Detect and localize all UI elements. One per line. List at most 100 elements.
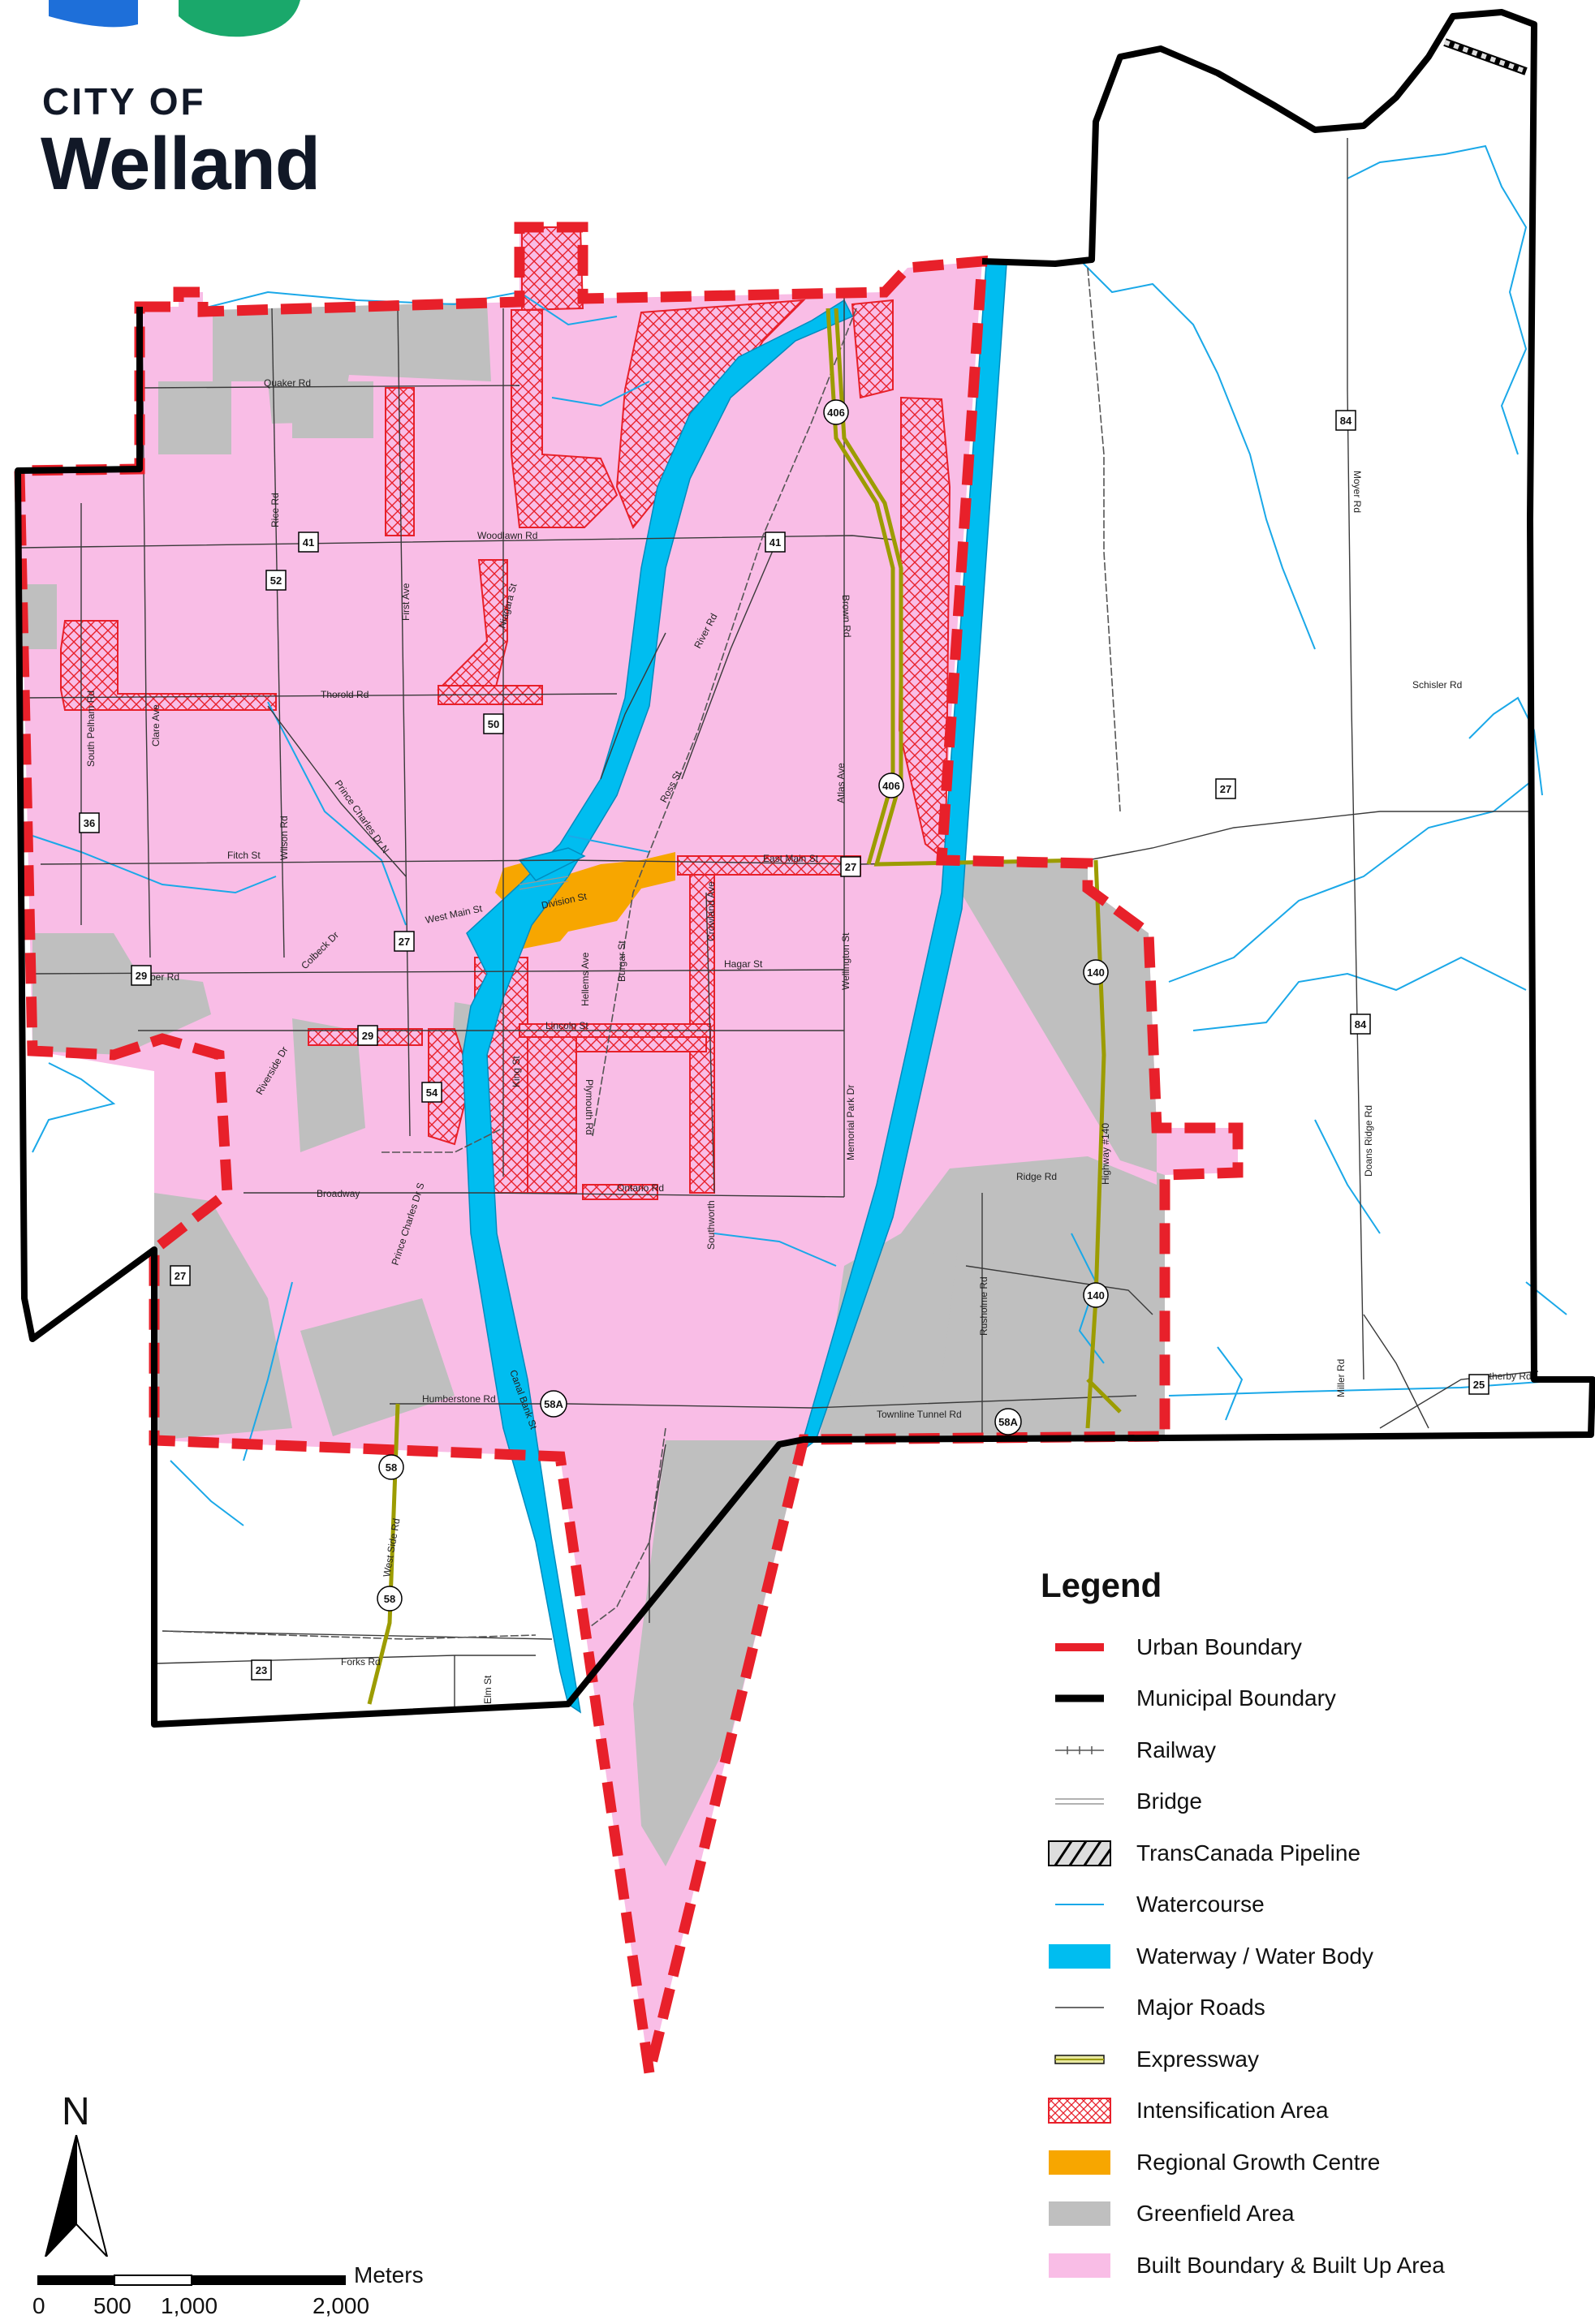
greenfield-areas	[21, 302, 1165, 1866]
legend-symbol-expressway	[1039, 2046, 1120, 2073]
legend-item-urban-boundary: Urban Boundary	[1031, 1621, 1550, 1673]
road-label-crowland: Crowland Ave	[705, 881, 717, 941]
legend-title: Legend	[1041, 1566, 1162, 1604]
legend-symbol-regional-growth-centre	[1039, 2149, 1120, 2176]
svg-text:140: 140	[1087, 1289, 1105, 1302]
legend-label: Greenfield Area	[1136, 2201, 1295, 2227]
road-label-elm: Elm St	[482, 1675, 494, 1704]
road-label-humberstone: Humberstone Rd	[422, 1393, 496, 1405]
legend-item-greenfield: Greenfield Area	[1031, 2188, 1550, 2240]
shield-140-south: 140	[1083, 1282, 1109, 1308]
shield-27-south: 27	[170, 1265, 191, 1286]
legend-label: Intensification Area	[1136, 2098, 1329, 2124]
watercourses	[32, 144, 1576, 1526]
road-label-moyer: Moyer Rd	[1351, 471, 1363, 513]
road-label-south-pelham: South Pelham Rd	[85, 691, 97, 767]
north-arrow-icon	[44, 2135, 109, 2257]
shield-27-west: 27	[394, 931, 415, 952]
legend-symbol-municipal-boundary	[1039, 1685, 1120, 1712]
svg-text:41: 41	[769, 536, 781, 549]
svg-text:27: 27	[845, 861, 856, 873]
legend-symbol-major-roads	[1039, 1994, 1120, 2021]
road-label-southworth: Southworth	[705, 1200, 717, 1250]
shield-406-south: 406	[878, 773, 904, 798]
intensification-areas	[60, 226, 951, 1200]
legend-label: Major Roads	[1136, 1995, 1265, 2021]
legend-label: TransCanada Pipeline	[1136, 1840, 1361, 1866]
shield-36: 36	[79, 812, 100, 833]
road-label-hagar: Hagar St	[724, 958, 763, 970]
road-label-miller: Miller Rd	[1335, 1359, 1347, 1397]
legend-label: Municipal Boundary	[1136, 1685, 1336, 1711]
shield-27-far-east: 27	[1215, 778, 1236, 799]
legend-item-major-roads: Major Roads	[1031, 1982, 1550, 2034]
scale-tick-0: 0	[32, 2293, 45, 2318]
shield-41-west: 41	[298, 532, 319, 553]
shield-50: 50	[483, 713, 504, 734]
road-label-clare: Clare Ave	[150, 704, 162, 747]
legend-symbol-pipeline	[1039, 1840, 1120, 1867]
svg-text:58A: 58A	[998, 1416, 1018, 1428]
shield-23: 23	[251, 1659, 272, 1681]
legend-label: Regional Growth Centre	[1136, 2149, 1381, 2175]
road-label-hellems: Hellems Ave	[580, 952, 591, 1006]
legend-symbol-waterway	[1039, 1943, 1120, 1970]
legend-label: Waterway / Water Body	[1136, 1943, 1374, 1969]
bridges	[519, 876, 569, 890]
svg-text:58: 58	[386, 1461, 397, 1474]
shield-29-central: 29	[357, 1025, 378, 1046]
road-label-ridge: Ridge Rd	[1016, 1171, 1057, 1182]
svg-text:52: 52	[270, 575, 282, 587]
scale-tick-2000: 2,000	[313, 2293, 370, 2318]
svg-text:23: 23	[256, 1664, 267, 1676]
shield-406-north: 406	[823, 399, 849, 425]
legend-symbol-intensification	[1039, 2097, 1120, 2124]
svg-text:29: 29	[136, 970, 147, 982]
scale-tick-1000: 1,000	[161, 2293, 218, 2318]
road-label-rice: Rice Rd	[269, 493, 281, 527]
logo-mark-icon	[49, 0, 300, 37]
road-label-west-side: West Side Rd	[381, 1517, 402, 1577]
road-label-wellington: Wellington St	[840, 932, 851, 990]
north-letter: N	[62, 2090, 90, 2133]
road-label-brown: Brown Rd	[840, 595, 853, 638]
legend-label: Urban Boundary	[1136, 1633, 1302, 1659]
road-label-netherby: etherby Rd	[1484, 1371, 1532, 1382]
road-label-wilson: Wilson Rd	[278, 816, 290, 860]
railways	[162, 267, 1121, 1640]
legend-label: Watercourse	[1136, 1891, 1265, 1917]
scale-tick-500: 500	[93, 2293, 131, 2318]
svg-text:29: 29	[362, 1030, 373, 1042]
road-label-memorial-park: Memorial Park Dr	[845, 1085, 856, 1160]
shield-58-south: 58	[377, 1586, 403, 1612]
shield-84-north: 84	[1335, 410, 1356, 431]
svg-text:41: 41	[303, 536, 314, 549]
svg-text:54: 54	[426, 1087, 438, 1099]
scale-bar: Meters 0 500 1,000 2,000	[32, 2262, 471, 2324]
road-label-doans-ridge: Doans Ridge Rd	[1363, 1105, 1374, 1177]
road-label-schisler: Schisler Rd	[1412, 679, 1462, 691]
legend-item-built-up: Built Boundary & Built Up Area	[1031, 2240, 1550, 2292]
road-label-atlas: Atlas Ave	[835, 763, 847, 803]
legend-symbol-bridge	[1039, 1788, 1120, 1815]
legend-item-intensification: Intensification Area	[1031, 2085, 1550, 2137]
svg-text:50: 50	[488, 718, 499, 730]
svg-text:27: 27	[175, 1270, 186, 1282]
legend-item-expressway: Expressway	[1031, 2034, 1550, 2085]
road-label-plymouth: Plymouth Rd	[584, 1079, 595, 1135]
legend-item-municipal-boundary: Municipal Boundary	[1031, 1673, 1550, 1725]
legend: Legend Urban Boundary Municipal Boundary…	[1031, 1566, 1550, 2292]
svg-text:25: 25	[1473, 1379, 1485, 1391]
urban-boundary	[14, 222, 1244, 2075]
road-label-quaker: Quaker Rd	[264, 377, 311, 389]
svg-text:58A: 58A	[544, 1398, 563, 1410]
shield-54: 54	[421, 1082, 442, 1103]
shield-58a-east: 58A	[994, 1408, 1022, 1435]
road-label-woodlawn: Woodlawn Rd	[477, 530, 537, 541]
shield-140-north: 140	[1083, 959, 1109, 985]
legend-symbol-watercourse	[1039, 1891, 1120, 1918]
svg-text:36: 36	[84, 817, 95, 829]
municipal-boundary	[15, 9, 1595, 1728]
road-label-aqueduct: ber Rd	[150, 971, 179, 983]
waterways	[462, 263, 1007, 1714]
